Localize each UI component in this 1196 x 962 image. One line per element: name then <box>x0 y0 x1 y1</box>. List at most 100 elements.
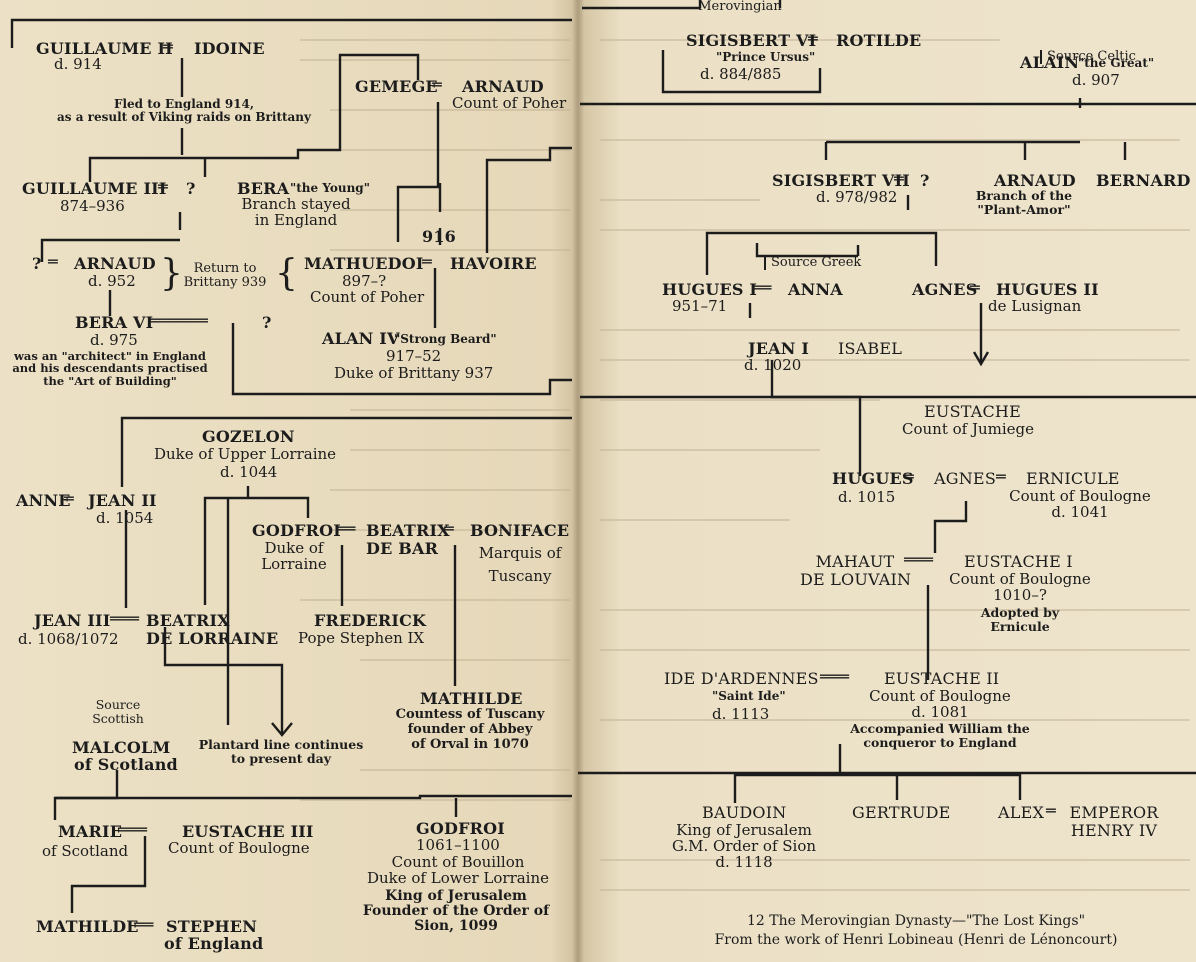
malcolm-title: of Scotland <box>74 755 178 774</box>
agnes-1015-name: AGNES <box>934 469 996 488</box>
marriage-symbol: ═ <box>970 278 980 297</box>
marriage-symbol: ═ <box>422 252 432 271</box>
marriage-symbol: ══ <box>336 519 356 538</box>
bera-vi-name: BERA VI <box>75 313 154 332</box>
boniface-title: Marquis of Tuscany <box>478 544 562 585</box>
havoire-name: HAVOIRE <box>450 254 537 273</box>
marriage-symbol: ══ <box>752 278 772 297</box>
source-celtic-label: Source Celtic <box>1040 49 1136 65</box>
sigisbert-vi-name: SIGISBERT VI <box>686 31 817 50</box>
hugues-ii-name: HUGUES II <box>996 280 1099 299</box>
ide-death: d. 1113 <box>712 705 770 723</box>
marie-name: MARIE <box>58 822 123 841</box>
marriage-symbol: ═ <box>432 75 442 94</box>
marriage-symbol: ═ <box>1046 801 1056 820</box>
marriage-symbol: ═══ <box>110 609 139 628</box>
beatrix-de-lorraine-name: BEATRIX DE LORRAINE <box>146 611 279 648</box>
eustache-iii-title: Count of Boulogne <box>168 839 310 857</box>
figure-caption-title: 12 The Merovingian Dynasty—"The Lost Kin… <box>746 913 1086 929</box>
source-merovingian-label: Source Merovingian <box>698 0 782 15</box>
godfroi-bouillon-king-note: King of Jerusalem Founder of the Order o… <box>362 888 550 935</box>
arnaud-plant-amor-name: ARNAUD <box>994 171 1076 190</box>
godfroi-bouillon-name: GODFROI <box>416 819 505 838</box>
eustache-ii-william-note: Accompanied William the conqueror to Eng… <box>850 721 1030 750</box>
marriage-symbol: ═ <box>48 252 58 271</box>
isabel-name: ISABEL <box>838 339 903 358</box>
frederick-title: Pope Stephen IX <box>298 629 425 647</box>
bernard-name: BERNARD <box>1096 171 1191 190</box>
alex-name: ALEX <box>998 803 1045 822</box>
guillaume-iii-dates: 874–936 <box>60 197 125 215</box>
eustache-jumiege-name: EUSTACHE <box>924 402 1021 421</box>
sigisbert-vii-dates: d. 978/982 <box>816 188 898 206</box>
alan-iv-epithet: "Strong Beard" <box>394 332 497 346</box>
stephen-name: STEPHEN <box>166 917 258 936</box>
ide-epithet: "Saint Ide" <box>712 689 786 703</box>
alain-death: d. 907 <box>1072 71 1120 89</box>
alan-iv-name: ALAN IV <box>322 329 400 348</box>
guillaume-ii-name: GUILLAUME II <box>36 39 173 58</box>
marie-title: of Scotland <box>42 842 129 860</box>
marriage-symbol: ═ <box>894 169 904 188</box>
marriage-symbol: ═ <box>808 29 818 48</box>
godfroi-bouillon-titles: Count of Bouillon Duke of Lower Lorraine <box>366 853 550 888</box>
marriage-line: ══════ <box>150 311 208 330</box>
figure-caption-source: From the work of Henri Lobineau (Henri d… <box>714 932 1118 948</box>
bera-young-note: Branch stayed in England <box>241 195 351 230</box>
jean-iii-name: JEAN III <box>34 611 111 630</box>
arnaud-poher-title: Count of Poher <box>452 94 567 112</box>
godfroi-lorraine-title: Duke of Lorraine <box>261 539 327 574</box>
anne-name: ANNE <box>16 491 71 510</box>
guillaume-iii-name: GUILLAUME III <box>22 179 167 198</box>
alain-name: ALAIN <box>1020 53 1080 72</box>
eustache-ii-name: EUSTACHE II <box>884 669 1000 688</box>
sigisbert-vii-unknown-spouse: ? <box>920 171 930 190</box>
hugues-i-name: HUGUES I <box>662 280 758 299</box>
beatrix-de-bar-name: BEATRIX DE BAR <box>366 521 450 558</box>
sigisbert-vi-epithet: "Prince Ursus" <box>716 50 816 64</box>
gemege-name: GEMEGE <box>355 77 438 96</box>
ide-dardennes-name: IDE D'ARDENNES <box>664 669 819 688</box>
marriage-symbol: ═ <box>64 489 74 508</box>
bera-vi-architect-note: was an "architect" in England and his de… <box>12 349 208 388</box>
arnaud-952-name: ARNAUD <box>74 254 156 273</box>
emperor-henry-iv-name: EMPEROR HENRY IV <box>1069 803 1159 840</box>
agnes-lusignan-name: AGNES <box>912 280 978 299</box>
mathilde-stephen-name: MATHILDE <box>36 917 139 936</box>
gertrude-name: GERTRUDE <box>852 803 951 822</box>
sigisbert-vi-dates: d. 884/885 <box>700 65 782 83</box>
guillaume-ii-death: d. 914 <box>54 55 102 73</box>
source-greek-label: Source Greek <box>764 255 861 271</box>
return-to-brittany-note: Return to Brittany 939 <box>183 261 267 291</box>
guillaume-iii-unknown-spouse: ? <box>186 179 196 198</box>
brace-left: } <box>160 253 183 294</box>
plantard-line-note: Plantard line continues to present day <box>198 737 364 766</box>
jean-ii-death: d. 1054 <box>96 509 154 527</box>
hugues-ii-title: de Lusignan <box>988 297 1082 315</box>
hugues-i-dates: 951–71 <box>672 297 728 315</box>
eustache-ii-title: Count of Boulogne d. 1081 <box>869 687 1011 722</box>
arnaud-plant-amor-note: Branch of the "Plant-Amor" <box>975 188 1073 217</box>
ernicule-name: ERNICULE <box>1026 469 1120 488</box>
gozelon-title: Duke of Upper Lorraine <box>154 445 337 463</box>
marriage-symbol: ═ <box>444 519 454 538</box>
marriage-symbol: ═══ <box>904 550 933 569</box>
baudoin-title: King of Jerusalem G.M. Order of Sion d. … <box>671 821 817 872</box>
marriage-symbol: ═ <box>996 467 1006 486</box>
hugues-1015-name: HUGUES <box>832 469 914 488</box>
marriage-symbol: ═ <box>158 177 168 196</box>
stephen-title: of England <box>164 934 264 953</box>
eustache-jumiege-title: Count of Jumiege <box>902 420 1035 438</box>
mathuedoi-title: Count of Poher <box>310 288 425 306</box>
bera-young-epithet: "the Young" <box>290 181 370 195</box>
mathilde-tuscany-title: Countess of Tuscany founder of Abbey of … <box>395 707 545 752</box>
ernicule-title: Count of Boulogne d. 1041 <box>1009 487 1151 522</box>
arnaud-952-death: d. 952 <box>88 272 136 290</box>
rotilde-name: ROTILDE <box>836 31 922 50</box>
fled-to-england-note: Fled to England 914, as a result of Viki… <box>56 97 311 124</box>
alain-epithet: "the Great" <box>1078 56 1155 70</box>
jean-i-death: d. 1020 <box>744 356 802 374</box>
mahaut-de-louvain-name: MAHAUT DE LOUVAIN <box>800 552 912 589</box>
